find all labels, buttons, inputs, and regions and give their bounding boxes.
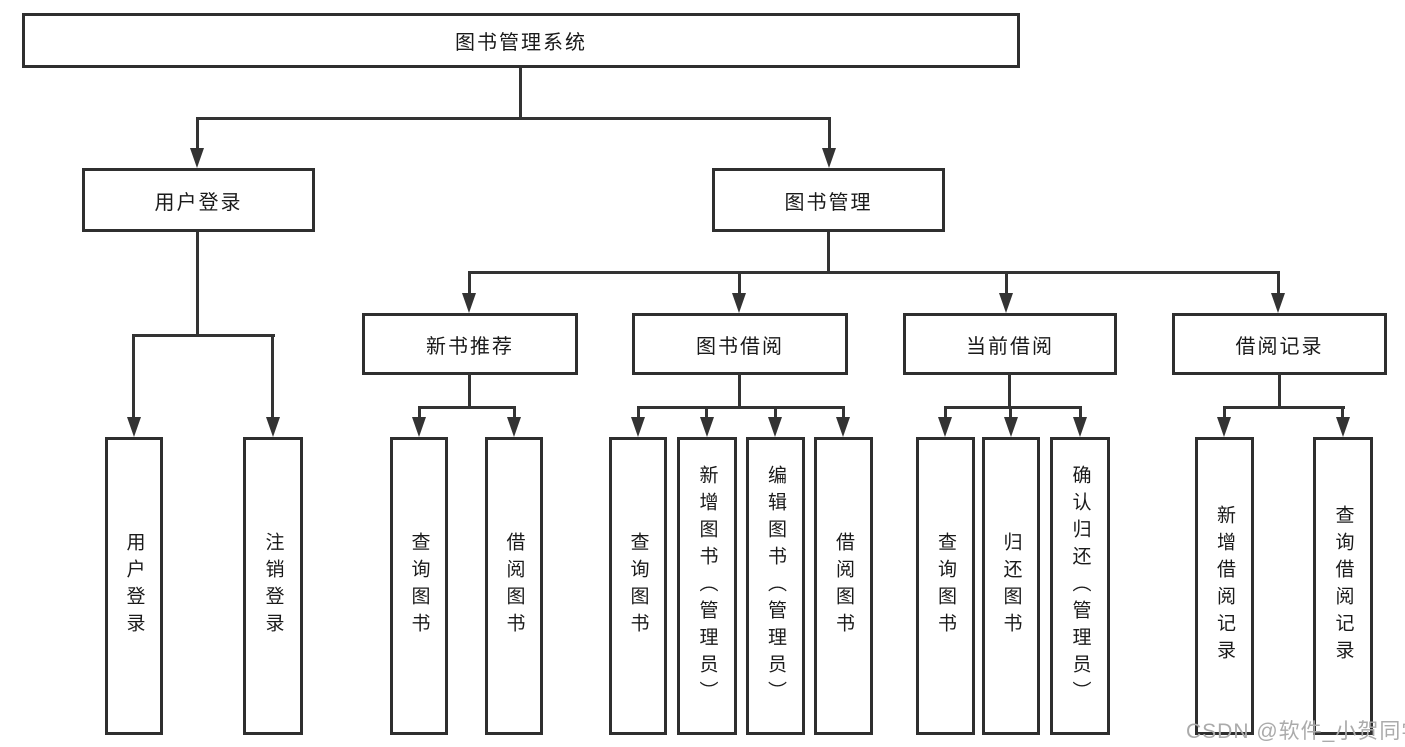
connector-vline (132, 334, 135, 417)
connector-hline (196, 117, 831, 120)
connector-vline (1278, 373, 1281, 408)
connector-vline (196, 232, 199, 336)
node-label: 查询图书 (627, 532, 649, 640)
node-label: 注销登录 (262, 532, 284, 640)
arrow-down-icon (999, 293, 1013, 313)
connector-vline (1008, 373, 1011, 408)
connector-hline (418, 406, 516, 409)
node-label: 确认归还（管理员） (1069, 464, 1091, 708)
leaf-node-query-books: 查询图书 (916, 437, 975, 735)
leaf-node-query-books: 查询图书 (390, 437, 448, 735)
node-label: 图书借阅 (696, 335, 784, 358)
leaf-node-logout: 注销登录 (243, 437, 303, 735)
node-library-management-system: 图书管理系统 (22, 13, 1020, 68)
node-label: 新增图书（管理员） (696, 464, 718, 708)
node-label: 新书推荐 (426, 335, 514, 358)
node-user-login: 用户登录 (82, 168, 315, 232)
arrow-down-icon (412, 417, 426, 437)
node-book-management: 图书管理 (712, 168, 945, 232)
node-label: 归还图书 (1000, 532, 1022, 640)
arrow-down-icon (507, 417, 521, 437)
leaf-node-borrow-books: 借阅图书 (485, 437, 543, 735)
node-current-borrow: 当前借阅 (903, 313, 1117, 375)
connector-hline (944, 406, 1082, 409)
leaf-node-query-books: 查询图书 (609, 437, 667, 735)
connector-vline (827, 232, 830, 273)
node-label: 借阅图书 (833, 532, 854, 640)
arrow-down-icon (190, 148, 204, 168)
arrow-down-icon (1271, 293, 1285, 313)
csdn-watermark: CSDN @软件_小贺同学 (1186, 720, 1405, 743)
connector-hline (1223, 406, 1345, 409)
leaf-node-add-borrow-record: 新增借阅记录 (1195, 437, 1254, 735)
connector-vline (637, 406, 640, 417)
leaf-node-user-login: 用户登录 (105, 437, 163, 735)
leaf-node-confirm-return-admin: 确认归还（管理员） (1050, 437, 1110, 735)
connector-vline (1341, 406, 1344, 417)
node-new-book-recommend: 新书推荐 (362, 313, 578, 375)
connector-vline (418, 406, 421, 417)
connector-vline (738, 373, 741, 408)
node-label: 用户登录 (123, 532, 145, 640)
node-label: 借阅图书 (503, 532, 525, 640)
connector-vline (1277, 271, 1280, 293)
connector-vline (271, 334, 274, 417)
node-label: 用户登录 (154, 191, 243, 214)
node-label: 新增借阅记录 (1214, 505, 1235, 667)
connector-vline (519, 68, 522, 119)
leaf-node-return-books: 归还图书 (982, 437, 1040, 735)
connector-hline (132, 334, 275, 337)
connector-vline (468, 373, 471, 408)
node-label: 借阅记录 (1235, 335, 1324, 358)
node-label: 当前借阅 (966, 335, 1054, 358)
connector-vline (1009, 406, 1012, 417)
arrow-down-icon (266, 417, 280, 437)
arrow-down-icon (938, 417, 952, 437)
arrow-down-icon (127, 417, 141, 437)
leaf-node-borrow-books: 借阅图书 (814, 437, 873, 735)
arrow-down-icon (700, 417, 714, 437)
connector-vline (1223, 406, 1226, 417)
arrow-down-icon (1336, 417, 1350, 437)
arrow-down-icon (732, 293, 746, 313)
node-label: 图书管理 (784, 191, 873, 214)
arrow-down-icon (836, 417, 850, 437)
node-book-borrow: 图书借阅 (632, 313, 848, 375)
connector-vline (468, 271, 471, 293)
node-label: 图书管理系统 (455, 32, 587, 54)
arrow-down-icon (1217, 417, 1231, 437)
arrow-down-icon (631, 417, 645, 437)
node-label: 查询图书 (408, 532, 430, 640)
node-label: 查询借阅记录 (1332, 505, 1354, 667)
connector-vline (842, 406, 845, 417)
arrow-down-icon (462, 293, 476, 313)
arrow-down-icon (1073, 417, 1087, 437)
leaf-node-query-borrow-record: 查询借阅记录 (1313, 437, 1373, 735)
node-label: 查询图书 (935, 532, 956, 640)
leaf-node-add-books-admin: 新增图书（管理员） (677, 437, 737, 735)
connector-vline (828, 117, 831, 148)
connector-vline (196, 117, 199, 148)
connector-vline (1005, 271, 1008, 293)
connector-vline (1079, 406, 1082, 417)
connector-vline (513, 406, 516, 417)
leaf-node-edit-books-admin: 编辑图书（管理员） (746, 437, 805, 735)
connector-vline (944, 406, 947, 417)
arrow-down-icon (768, 417, 782, 437)
connector-hline (637, 406, 845, 409)
connector-vline (705, 406, 708, 417)
connector-vline (774, 406, 777, 417)
connector-hline (468, 271, 1280, 274)
node-borrow-records: 借阅记录 (1172, 313, 1387, 375)
node-label: 编辑图书（管理员） (765, 464, 786, 708)
connector-vline (738, 271, 741, 293)
arrow-down-icon (822, 148, 836, 168)
arrow-down-icon (1004, 417, 1018, 437)
